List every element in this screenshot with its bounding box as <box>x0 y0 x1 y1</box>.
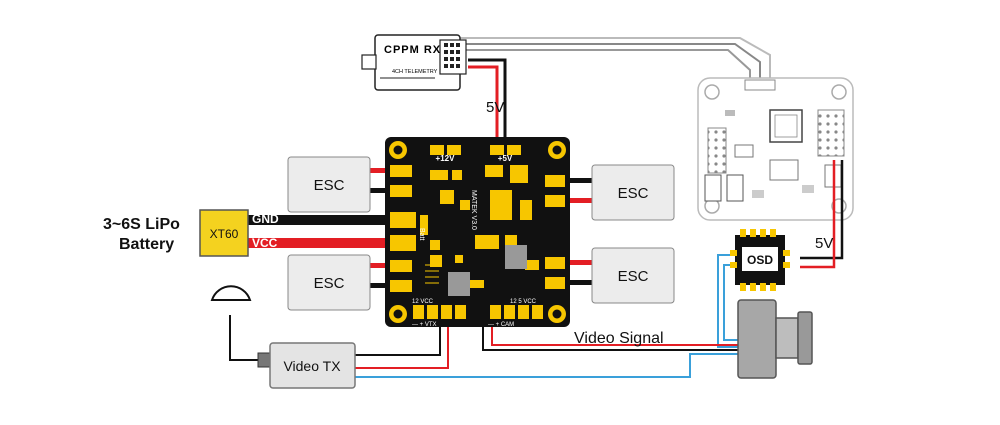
fc-to-osd-wires <box>800 160 844 269</box>
esc-top-left: ESC <box>287 156 371 213</box>
xt60-connector: XT60 <box>199 209 249 257</box>
pdb-12v-label: +12V <box>436 154 456 163</box>
video-signal-label: Video Signal <box>574 330 664 347</box>
power-distribution-board: +12V +5V MATEK V3.0 Batt 12 VCC — + VTX … <box>385 137 570 328</box>
camera <box>737 299 813 379</box>
svg-text:ESC: ESC <box>314 275 345 292</box>
pdb-5v-label: +5V <box>498 154 513 163</box>
rx-5v-label: 5V <box>486 99 504 116</box>
video-tx: Video TX <box>210 285 356 389</box>
vcc-label: VCC <box>252 236 278 250</box>
svg-text:ESC: ESC <box>314 177 345 194</box>
esc-top-right: ESC <box>591 164 675 221</box>
rx-to-fc-wires <box>460 37 771 140</box>
battery-wires: GND VCC <box>248 212 388 250</box>
pdb-vtx-pins-label: — + VTX <box>412 322 437 328</box>
svg-text:ESC: ESC <box>618 185 649 202</box>
receiver-subtitle: 4CH TELEMETRY <box>392 69 438 75</box>
esc-wires <box>370 168 592 288</box>
osd-5v-label: 5V <box>815 235 833 252</box>
cppm-receiver: CPPM RX 4CH TELEMETRY <box>361 34 467 91</box>
pdb-cam-pins-label: — + CAM <box>488 322 514 328</box>
gnd-label: GND <box>252 212 279 226</box>
svg-text:ESC: ESC <box>618 268 649 285</box>
esc-bottom-right: ESC <box>591 247 675 304</box>
osd-label: OSD <box>747 253 773 267</box>
pdb-vtx-group-label: 12 VCC <box>412 299 434 305</box>
video-tx-label: Video TX <box>283 358 341 374</box>
xt60-label: XT60 <box>210 227 239 241</box>
battery-label-line2: Battery <box>119 236 174 253</box>
flight-controller <box>697 77 854 221</box>
battery-label-line1: 3~6S LiPo <box>103 216 180 233</box>
pdb-cam-group-label: 12 5 VCC <box>510 299 537 305</box>
pdb-batt-label: Batt <box>418 228 425 241</box>
osd-module: OSD <box>730 229 790 291</box>
esc-bottom-left: ESC <box>287 254 371 311</box>
receiver-title: CPPM RX <box>384 44 441 56</box>
video-wires <box>355 254 740 378</box>
pdb-brand: MATEK V3.0 <box>470 190 477 230</box>
